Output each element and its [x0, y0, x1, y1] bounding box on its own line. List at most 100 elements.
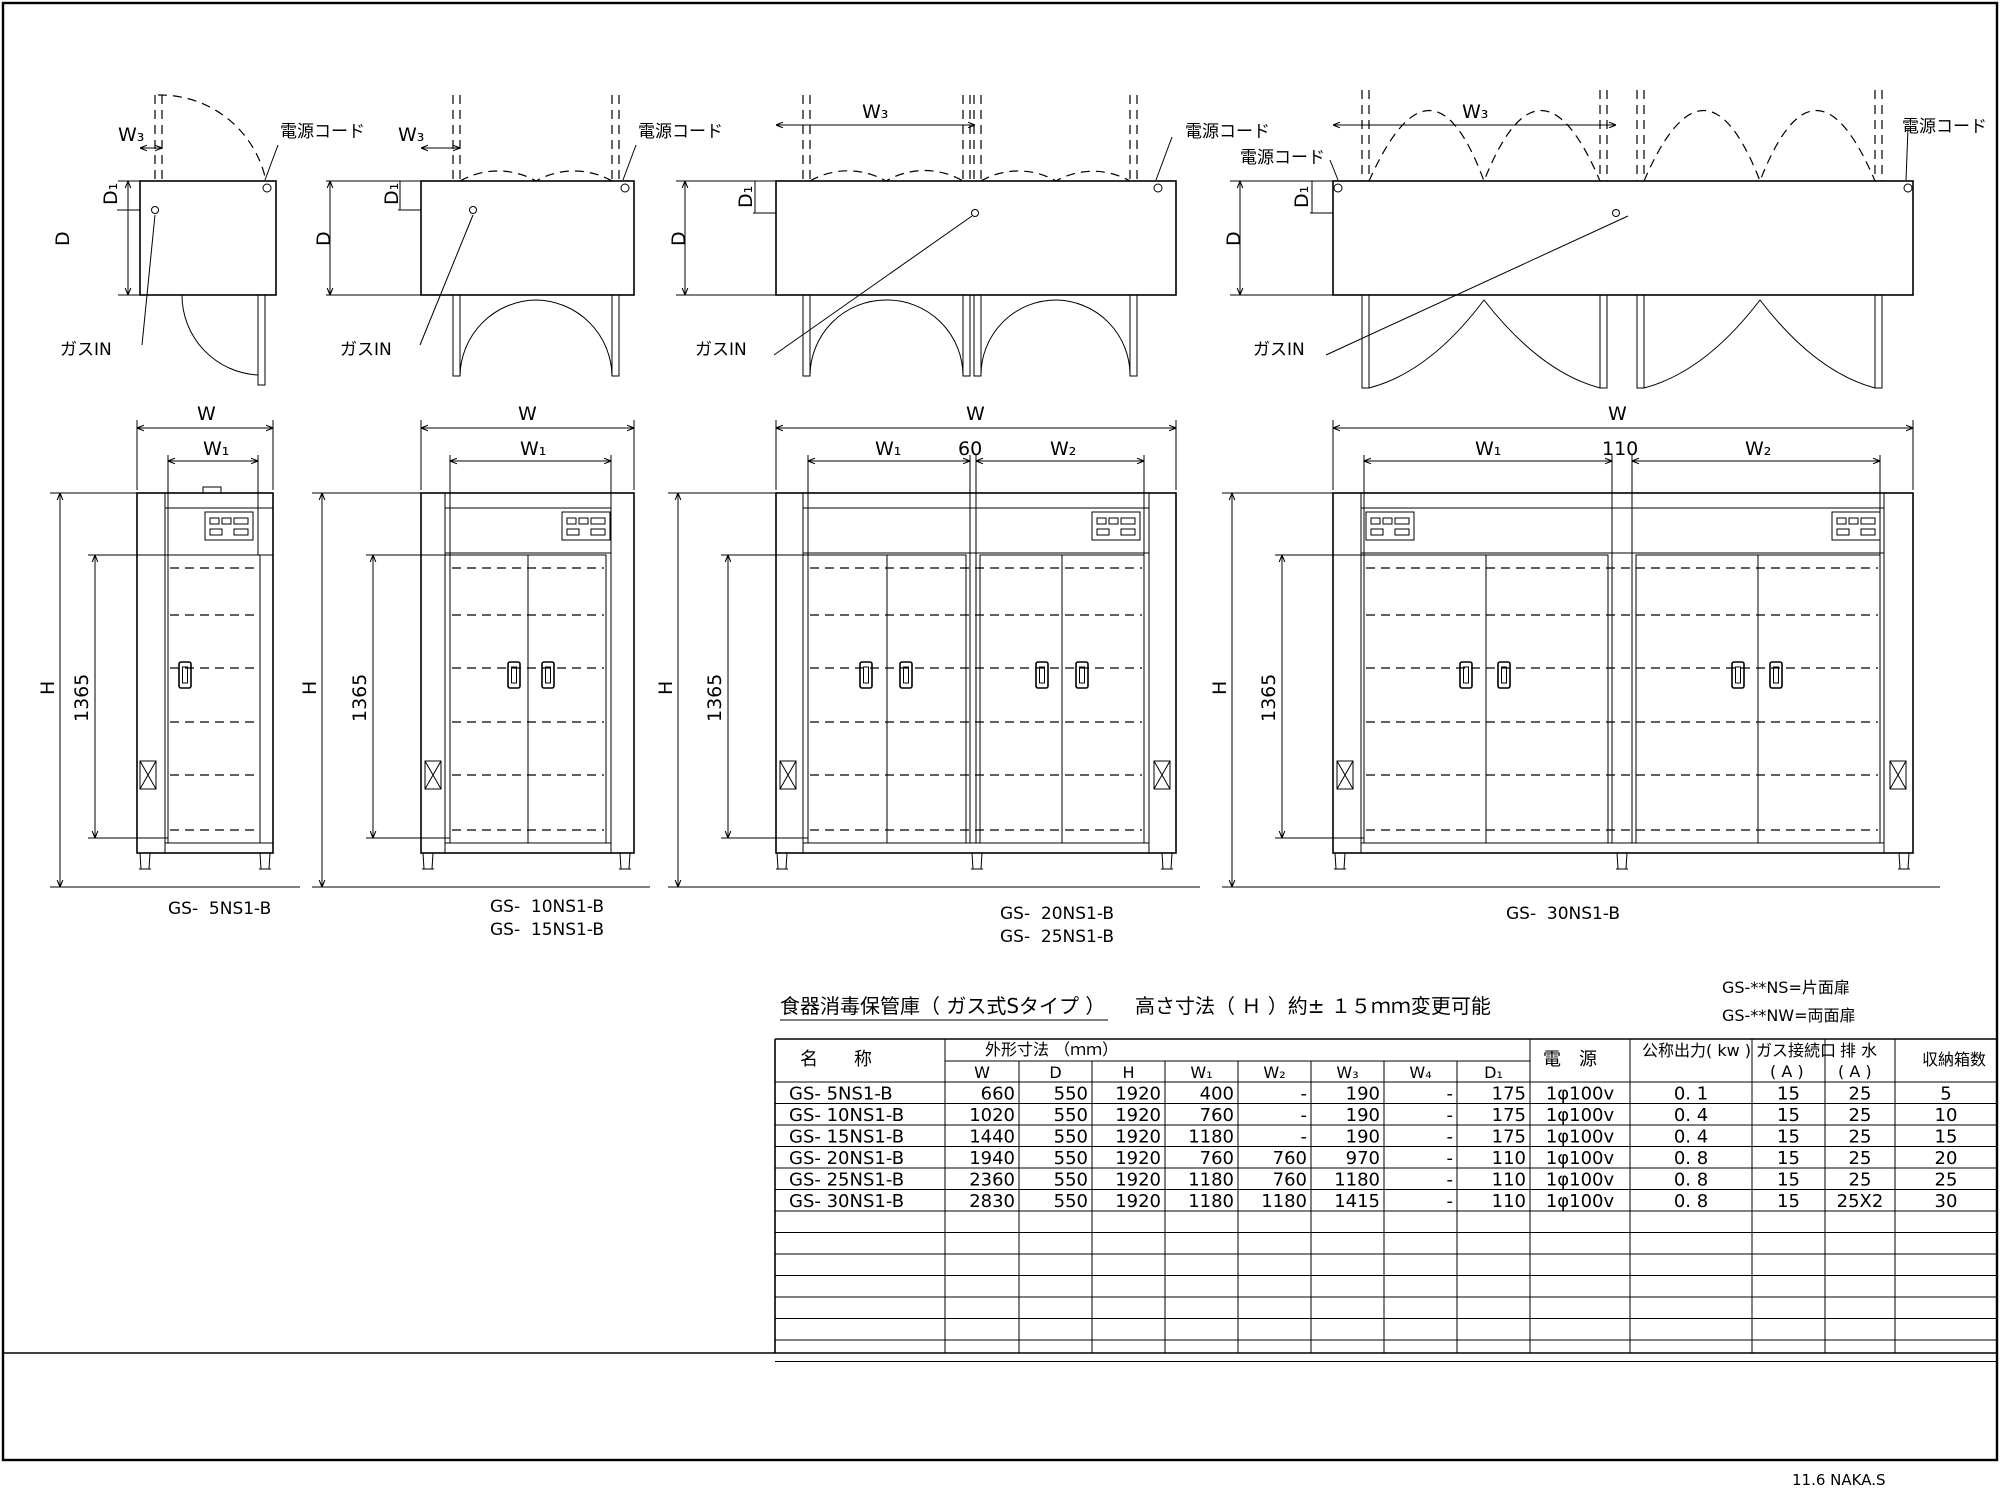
label-power-cord-1: 電源コード: [280, 122, 365, 142]
table-cell: 1415: [1334, 1191, 1380, 1212]
dim-header: W₃: [1336, 1063, 1358, 1082]
header-capacity: 収納箱数: [1922, 1050, 1986, 1069]
header-gas-unit: ( A ): [1770, 1062, 1804, 1081]
label-w1-2: W₁: [520, 438, 546, 460]
drawing-labels: W₃ W₃ W₃ W₃ D₁ D₁ D₁ D₁ D D D D ガスIN ガスI…: [37, 101, 1987, 947]
table-cell: 1920: [1115, 1127, 1161, 1148]
label-w-1: W: [197, 403, 216, 425]
table-cell: -: [1447, 1148, 1454, 1169]
table-cell: 550: [1054, 1148, 1088, 1169]
plan-view-20-25ns: [676, 95, 1177, 377]
label-d1-1: D₁: [100, 183, 122, 205]
table-cell: 1φ100v: [1546, 1105, 1615, 1126]
table-cell: 970: [1346, 1148, 1380, 1169]
table-cell: 550: [1054, 1084, 1088, 1105]
label-power-cord-5: 電源コード: [1240, 148, 1325, 168]
table-cell: 1920: [1115, 1084, 1161, 1105]
header-power: 電 源: [1543, 1049, 1597, 1070]
label-1365-2: 1365: [349, 674, 371, 722]
table-cell: -: [1447, 1105, 1454, 1126]
table-cell: 25: [1849, 1105, 1872, 1126]
table-cell: 1920: [1115, 1148, 1161, 1169]
table-cell: 1φ100v: [1546, 1084, 1615, 1105]
table-cell: 2360: [969, 1170, 1015, 1191]
label-w1-3: W₁: [875, 438, 901, 460]
drawing-border: [1, 1, 1999, 1462]
table-cell: 550: [1054, 1105, 1088, 1126]
table-cell: 175: [1492, 1105, 1526, 1126]
table-cell: 1φ100v: [1546, 1127, 1615, 1148]
table-cell: 5: [1940, 1084, 1951, 1105]
table-cell: 760: [1200, 1148, 1234, 1169]
table-cell: 110: [1492, 1191, 1526, 1212]
caption-5ns: GS- 5NS1-B: [168, 899, 271, 919]
table-cell: 1920: [1115, 1170, 1161, 1191]
label-d1-3: D₁: [735, 186, 757, 208]
label-h-3: H: [655, 681, 677, 695]
label-gas-in-3: ガスIN: [695, 340, 747, 360]
table-cell: 30: [1935, 1191, 1958, 1212]
label-w3-3: W₃: [862, 101, 888, 123]
label-h-1: H: [37, 681, 59, 695]
label-d-2: D: [313, 231, 335, 246]
caption-10ns: GS- 10NS1-B: [490, 897, 604, 917]
label-w3-1: W₃: [118, 124, 144, 146]
caption-20ns: GS- 20NS1-B: [1000, 904, 1114, 924]
table-cell: 175: [1492, 1127, 1526, 1148]
table-cell: 110: [1492, 1148, 1526, 1169]
table-cell: 25: [1935, 1170, 1958, 1191]
table-cell: 0. 1: [1674, 1084, 1708, 1105]
table-cell: 2830: [969, 1191, 1015, 1212]
table-cell: -: [1447, 1127, 1454, 1148]
table-cell: GS- 5NS1-B: [789, 1084, 893, 1105]
table-cell: 660: [981, 1084, 1015, 1105]
label-power-cord-4: 電源コード: [1902, 117, 1987, 137]
label-w-4: W: [1608, 403, 1627, 425]
label-power-cord-2: 電源コード: [638, 122, 723, 142]
table-cell: 1920: [1115, 1105, 1161, 1126]
dimension-lines: [50, 125, 1940, 888]
label-gas-in-2: ガスIN: [340, 340, 392, 360]
table-cell: 760: [1200, 1105, 1234, 1126]
table-cell: 1020: [969, 1105, 1015, 1126]
table-cell: 175: [1492, 1084, 1526, 1105]
label-w1-1: W₁: [203, 438, 229, 460]
table-cell: 1180: [1188, 1191, 1234, 1212]
table-cell: 1180: [1334, 1170, 1380, 1191]
height-note: 高さ寸法（ Ｈ ）約± １５ｍｍ変更可能: [1135, 994, 1491, 1018]
ns-note: GS-**NS=片面扉: [1722, 978, 1850, 997]
label-w3-2: W₃: [398, 124, 424, 146]
header-name: 名 称: [800, 1049, 872, 1070]
table-cell: 760: [1273, 1148, 1307, 1169]
table-cell: 20: [1935, 1148, 1958, 1169]
table-cell: -: [1301, 1127, 1308, 1148]
header-drain-unit: ( A ): [1838, 1062, 1872, 1081]
table-cell: GS- 15NS1-B: [789, 1127, 904, 1148]
table-cell: 1940: [969, 1148, 1015, 1169]
header-drain: 排 水: [1840, 1041, 1877, 1060]
table-cell: 15: [1777, 1191, 1800, 1212]
plan-view-30ns: [1230, 90, 1914, 389]
table-cell: 25X2: [1837, 1191, 1884, 1212]
table-cell: 0. 8: [1674, 1191, 1708, 1212]
table-cell: GS- 20NS1-B: [789, 1148, 904, 1169]
caption-15ns: GS- 15NS1-B: [490, 920, 604, 940]
table-cell: -: [1301, 1105, 1308, 1126]
table-cell: 15: [1777, 1084, 1800, 1105]
table-cell: 190: [1346, 1084, 1380, 1105]
label-gas-in-1: ガスIN: [60, 340, 112, 360]
table-cell: 1180: [1188, 1127, 1234, 1148]
plan-view-10-15ns: [326, 95, 637, 377]
table-cell: 110: [1492, 1170, 1526, 1191]
table-cell: 550: [1054, 1191, 1088, 1212]
label-d-4: D: [1223, 231, 1245, 246]
table-cell: GS- 25NS1-B: [789, 1170, 904, 1191]
table-cell: -: [1447, 1084, 1454, 1105]
footer-stamp: 11.6 NAKA.S: [1792, 1471, 1886, 1489]
caption-25ns: GS- 25NS1-B: [1000, 927, 1114, 947]
label-1365-3: 1365: [704, 674, 726, 722]
table-cell: 25: [1849, 1170, 1872, 1191]
front-view-30ns: [1332, 492, 1914, 870]
label-w1-4: W₁: [1475, 438, 1501, 460]
